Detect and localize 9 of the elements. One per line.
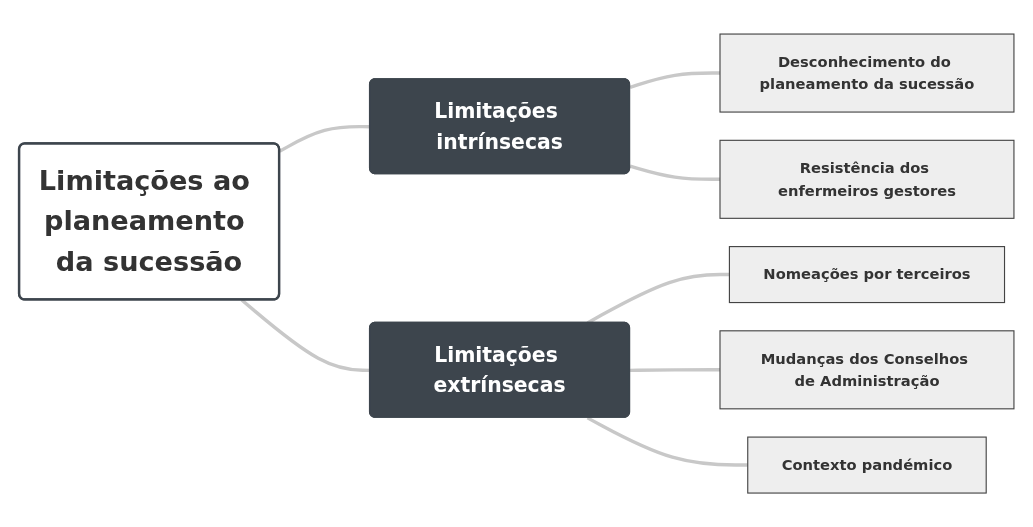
- node-box: Mudanças dos Conselhos de Administração: [719, 330, 1015, 410]
- node-box: Contexto pandémico: [747, 436, 987, 494]
- connector: [630, 368, 720, 373]
- connector: [629, 71, 720, 89]
- connector: [629, 164, 720, 181]
- node-box: Desconhecimento do planeamento da sucessão: [719, 33, 1015, 113]
- node-box: Resistência dos enfermeiros gestores: [719, 139, 1015, 219]
- connector: [586, 416, 748, 467]
- node-box: Nomeações por terceiros: [728, 245, 1006, 304]
